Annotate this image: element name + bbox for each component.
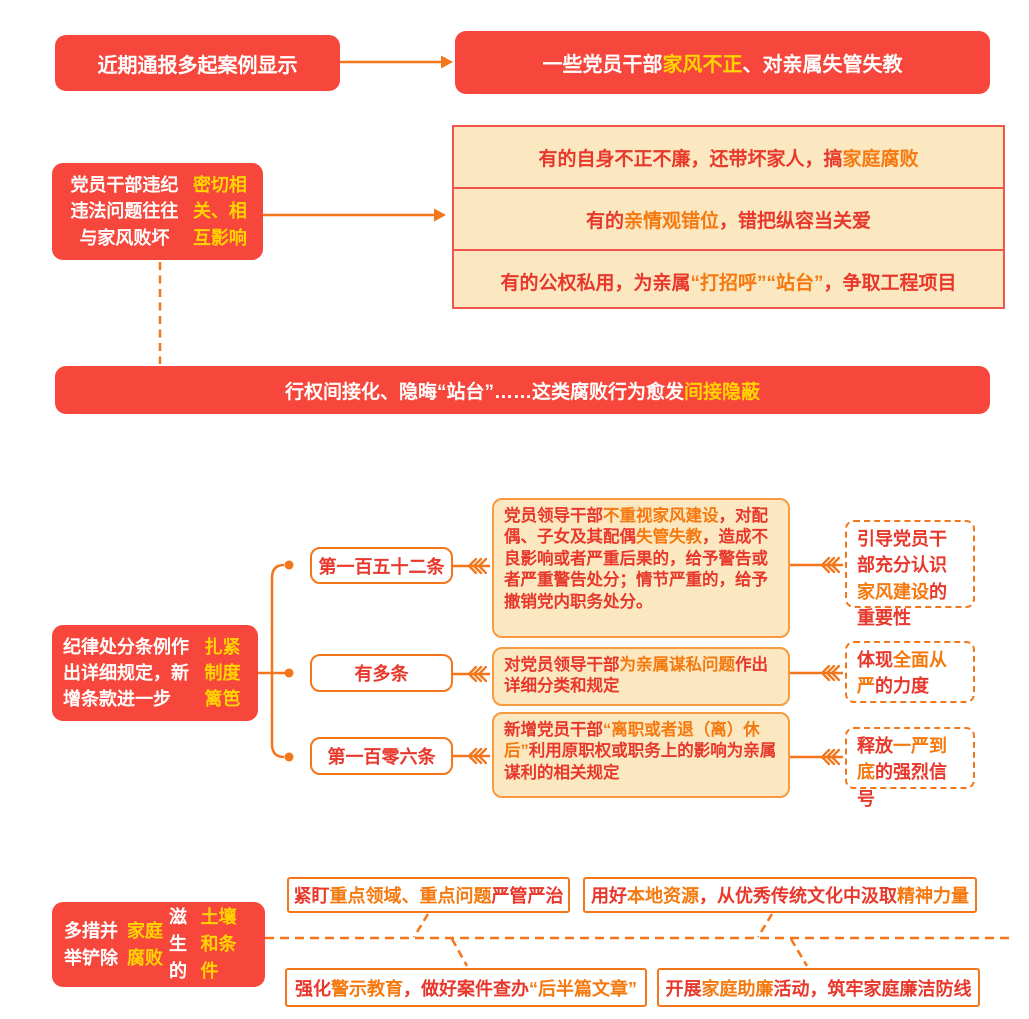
connector-solids	[284, 55, 453, 762]
card-multiple-articles-content: 对党员领导干部为亲属谋私问题作出详细分类和规定	[492, 647, 790, 706]
triple-chevron-icon	[467, 747, 488, 765]
chevron-icons	[467, 556, 841, 766]
branch-dot	[284, 752, 294, 762]
bracket-curve	[270, 563, 285, 759]
manifestation-row: 有的亲情观错位，错把纵容当关爱	[454, 187, 1003, 249]
card-measure-4: 开展家庭助廉活动，筑牢家庭廉洁防线	[657, 968, 980, 1007]
connector-lines	[158, 60, 1012, 967]
panel-manifestations: 有的自身不正不廉，还带坏家人，搞家庭腐败 有的亲情观错位，错把纵容当关爱 有的公…	[452, 125, 1005, 309]
triple-chevron-icon	[820, 748, 841, 766]
node-family-link: 党员干部违纪违法问题往往与家风败坏密切相关、相互影响	[52, 163, 263, 260]
dashed-branch-4	[789, 938, 809, 967]
dashed-branch-3	[756, 913, 774, 938]
branch-dot	[284, 668, 294, 678]
card-article-152-content: 党员领导干部不重视家风建设，对配偶、子女及其配偶失管失教，造成不良影响或者严重后…	[492, 498, 790, 638]
dashed-branch-1	[412, 913, 430, 938]
triple-chevron-icon	[467, 557, 488, 575]
label-article-152: 第一百五十二条	[310, 547, 453, 584]
card-article-106-content: 新增党员干部“离职或者退（离）休后”利用原职权或职务上的影响为亲属谋利的相关规定	[492, 712, 790, 798]
node-regulation-intro: 纪律处分条例作出详细规定，新增条款进一步扎紧制度篱笆	[52, 625, 258, 721]
manifestation-row: 有的自身不正不廉，还带坏家人，搞家庭腐败	[538, 148, 919, 170]
branch-dot	[284, 560, 294, 570]
node-case-reports: 近期通报多起案例显示	[55, 35, 340, 91]
node-case-conclusion: 一些党员干部家风不正、对亲属失管失教	[455, 31, 990, 94]
dashed-branch-2	[450, 938, 469, 967]
node-measures-intro: 多措并举铲除家庭腐败滋生的土壤和条件	[52, 902, 265, 987]
card-multiple-articles-effect: 体现全面从严的力度	[845, 641, 975, 703]
triple-chevron-icon	[820, 556, 841, 574]
arrowhead-icon	[434, 208, 446, 222]
card-measure-2: 用好本地资源，从优秀传统文化中汲取精神力量	[583, 877, 977, 913]
triple-chevron-icon	[467, 665, 488, 683]
node-hidden-trend: 行权间接化、隐晦“站台”……这类腐败行为愈发间接隐蔽	[55, 366, 990, 414]
card-article-106-effect: 释放一严到底的强烈信号	[845, 727, 975, 809]
triple-chevron-icon	[820, 664, 841, 682]
card-measure-3: 强化警示教育，做好案件查办“后半篇文章”	[285, 968, 647, 1007]
label-multiple-articles: 有多条	[310, 654, 453, 692]
arrowhead-icon	[441, 55, 453, 69]
manifestation-row: 有的公权私用，为亲属“打招呼”“站台”，争取工程项目	[454, 249, 1003, 311]
card-measure-1: 紧盯重点领域、重点问题严管严治	[287, 877, 570, 913]
label-article-106: 第一百零六条	[310, 737, 453, 775]
card-article-152-effect: 引导党员干部充分认识家风建设的重要性	[845, 520, 975, 628]
